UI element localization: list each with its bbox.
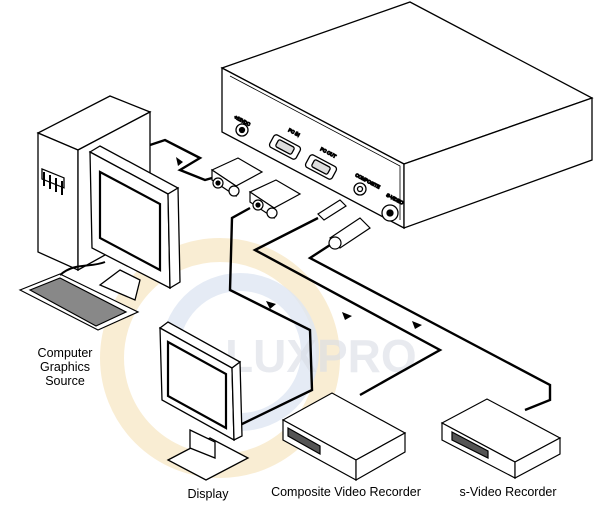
vga-connector-in	[210, 157, 264, 198]
keyboard	[18, 261, 140, 331]
label-line: Source	[45, 374, 85, 388]
vga-connector-out	[248, 179, 302, 220]
cable-pc-out-to-display	[228, 206, 314, 427]
composite-plug	[317, 199, 347, 221]
cables	[149, 138, 552, 427]
cable-svideo-to-recorder	[307, 243, 552, 412]
arrow-icon	[342, 312, 352, 320]
svideo-recorder	[440, 398, 562, 479]
port-label-pc-in: PC IN	[288, 127, 301, 137]
scan-converter-device: +12VDC PC IN PC OUT COMPOSITE S-VIDEO	[220, 1, 594, 230]
label-computer-graphics-source: Computer Graphics Source	[22, 346, 108, 388]
composite-video-recorder	[281, 392, 407, 482]
label-line: Computer	[37, 346, 93, 360]
pc-out-port	[304, 154, 338, 180]
arrow-icon	[176, 157, 183, 166]
cable-source-to-pc-in	[149, 138, 213, 182]
display-monitor	[158, 321, 250, 481]
svideo-plug	[328, 217, 371, 250]
label-composite-video-recorder: Composite Video Recorder	[271, 485, 421, 499]
arrow-icon	[266, 301, 276, 309]
label-svideo-recorder: s-Video Recorder	[459, 485, 557, 499]
source-monitor	[88, 145, 181, 301]
label-line: Graphics	[39, 360, 91, 374]
watermark-text: LUXPRO	[225, 330, 417, 382]
label-display: Display	[187, 487, 229, 501]
pc-in-port	[268, 134, 302, 160]
cable-composite-to-recorder	[252, 216, 443, 397]
arrow-icon	[412, 321, 422, 329]
flow-arrows	[176, 157, 422, 329]
